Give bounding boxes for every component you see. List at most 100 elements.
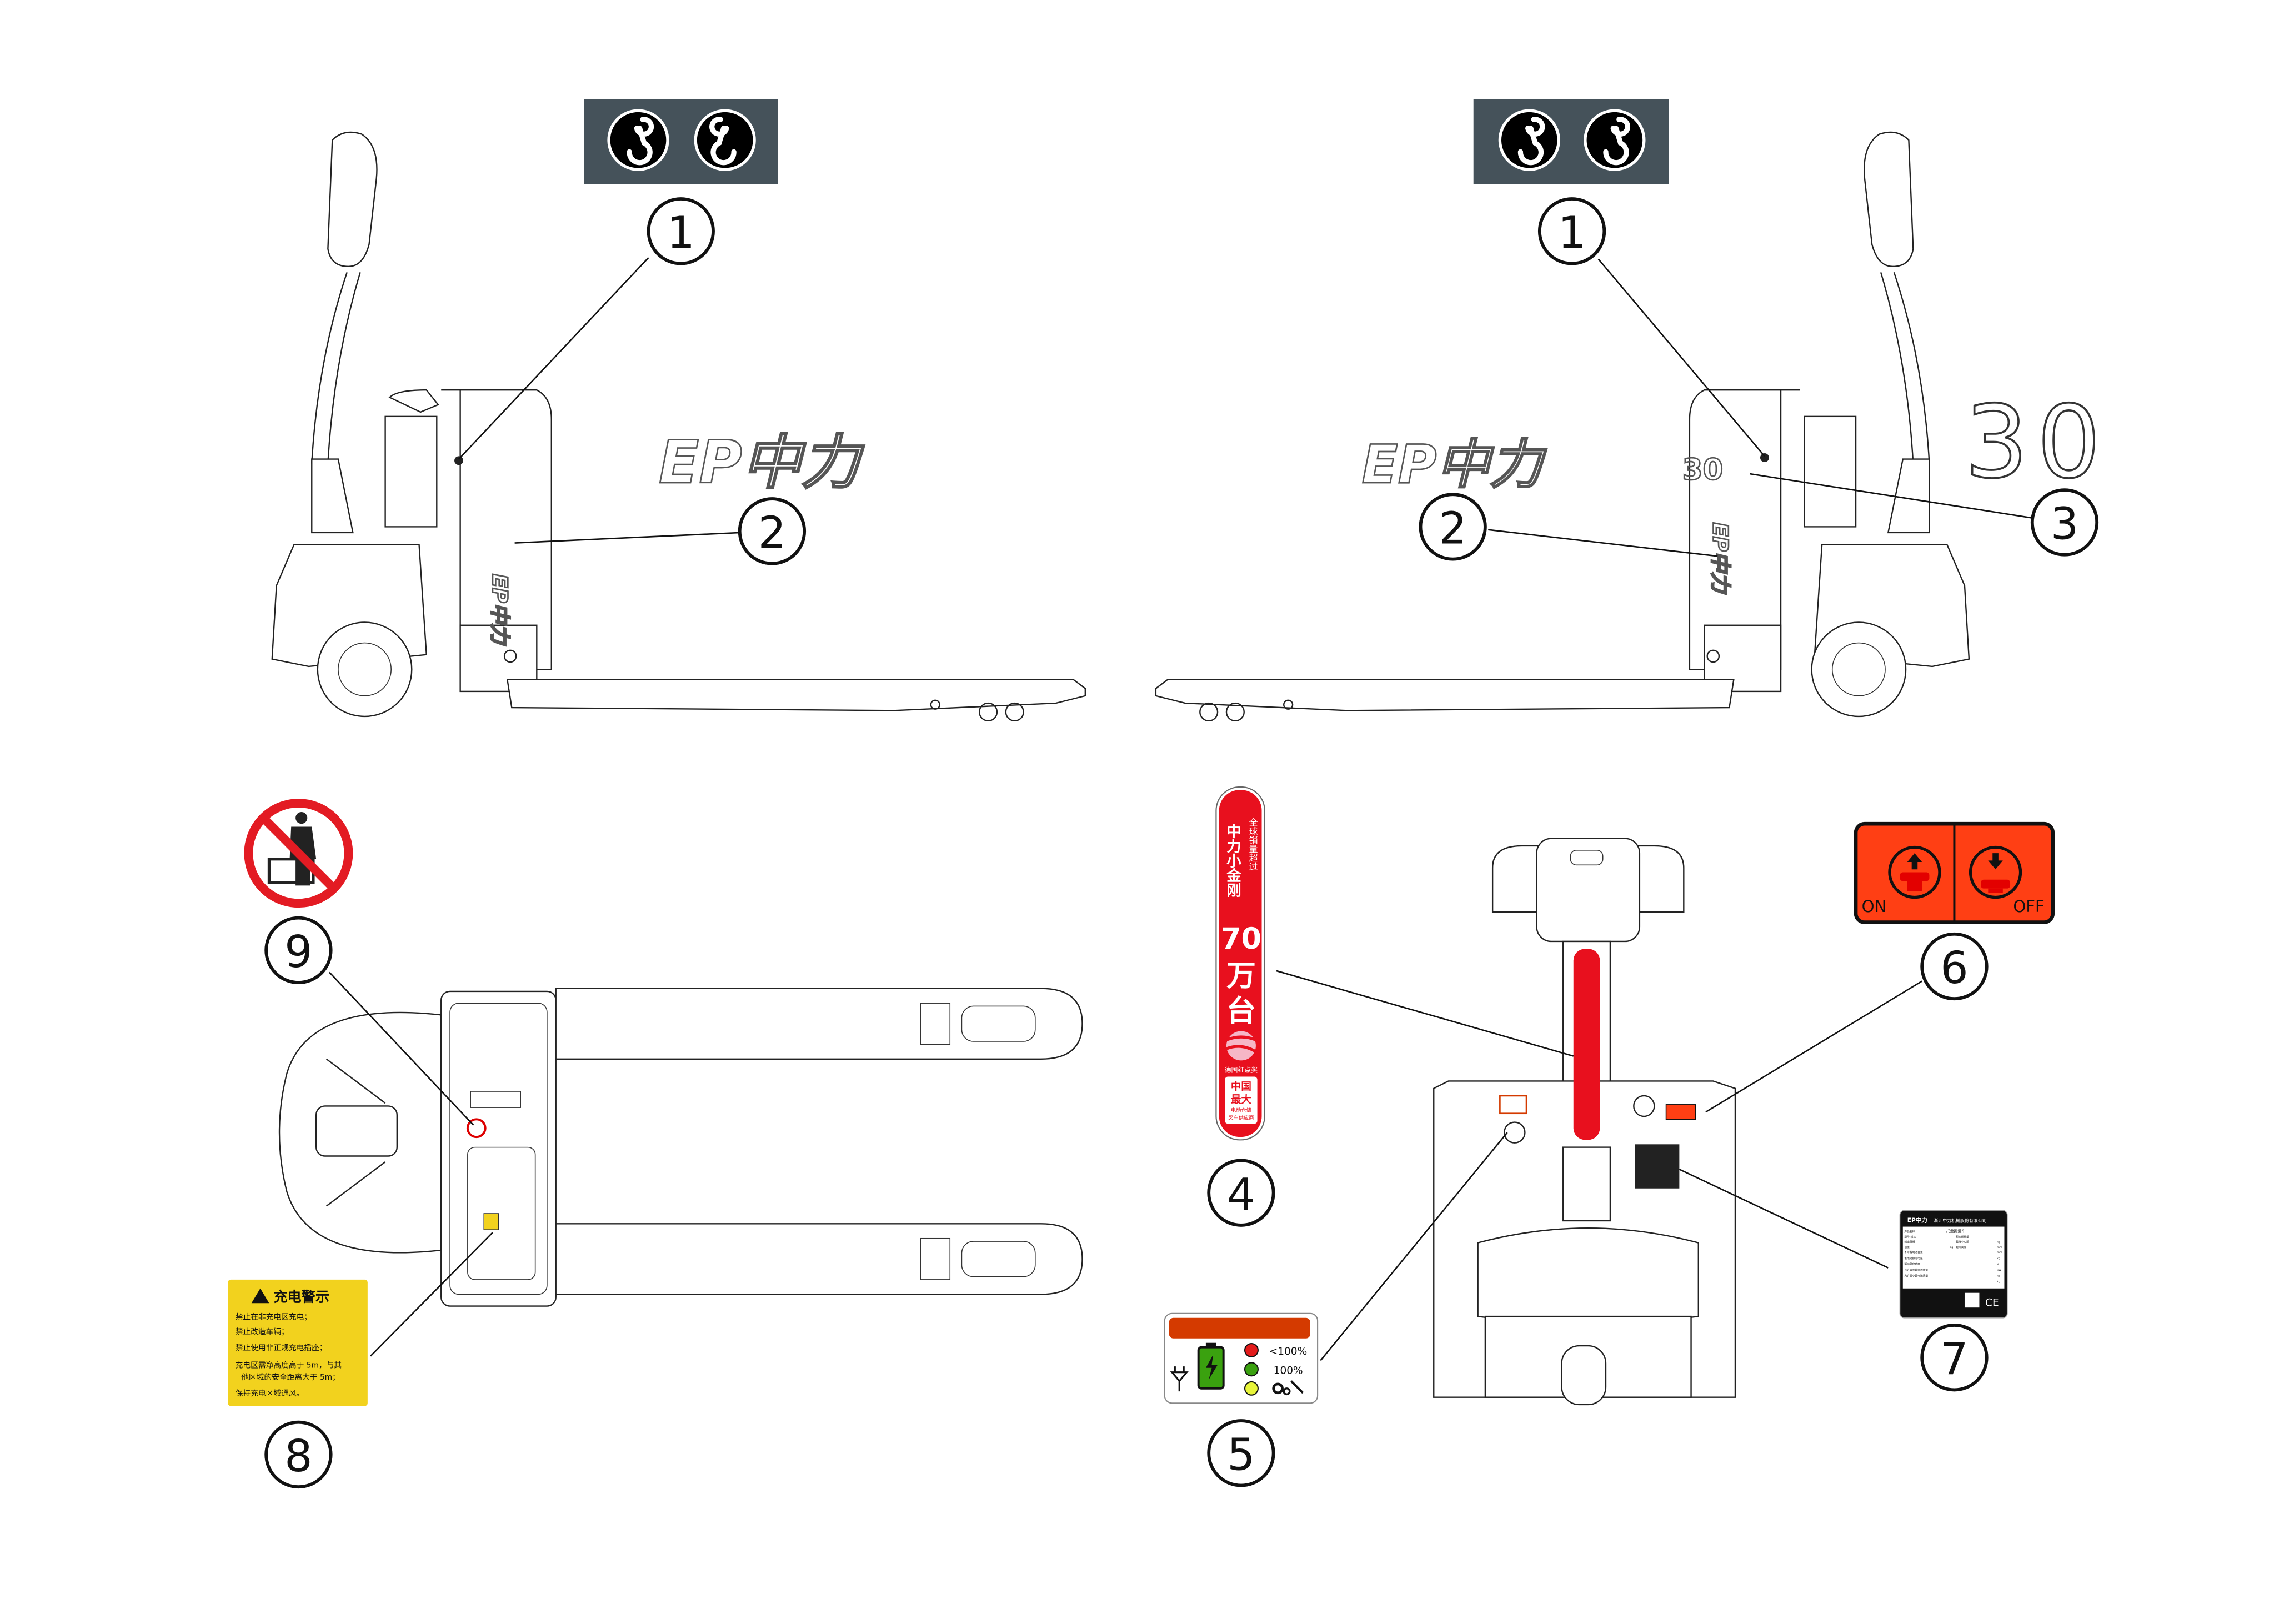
badge-line-3: 电动仓储 [1231,1107,1251,1114]
nameplate-field: 不带蓄电池自重 [1904,1250,1923,1254]
warning-item: 充电区需净高度高于 5m，与其 [236,1361,342,1370]
nameplate-field: 制造日期 [1904,1240,1915,1244]
side-logo-left: EP中力 [488,574,512,646]
nameplate-unit: kg [1950,1246,1954,1249]
hook-label-right [1473,98,1669,184]
switch-off-icon [1969,845,2022,899]
model-decal-large: 30 [1965,384,2110,500]
nameplate-field: 允许最大蓄电池质量 [1904,1268,1928,1272]
nameplate-field: 允许最小蓄电池质量 [1904,1274,1928,1278]
nameplate-unit: kg [1997,1280,2000,1284]
hook-icon [695,111,754,169]
warning-item: 禁止使用非正规充电插座； [236,1343,327,1352]
green-status-text: 100% [1274,1365,1303,1376]
plug-icon [1170,1366,1189,1392]
yellow-led-icon [1244,1381,1259,1396]
svg-text:7: 7 [1940,1333,1969,1385]
svg-text:2: 2 [758,507,787,558]
hook-label-left [584,98,778,184]
ce-mark: CE [1985,1297,1999,1309]
sales-label: 中力小金刚 全球销量超过 70 万 台 德国红点奖 中国 最大 电动仓储 叉车供… [1215,786,1265,1141]
nameplate-unit: kg [1997,1241,2000,1244]
svg-text:2: 2 [1439,503,1467,554]
front-view [1433,838,1736,1406]
charge-indicator-decal-small [1499,1095,1527,1115]
model-decal-small: 30 [1682,453,1724,487]
logo-decal-right: EP中力 [1362,434,1547,495]
nameplate-field: 驱动额定功率 [1904,1262,1920,1266]
battery-icon [1197,1342,1225,1390]
nameplate-field: 额定起重量 [1956,1235,1969,1239]
nameplate-field: 蓄电池额定电压 [1904,1256,1923,1260]
svg-text:9: 9 [284,926,313,978]
sales-number: 70 [1221,922,1262,956]
callout-3: 3 [2030,488,2099,557]
nameplate-unit: mm [1997,1251,2002,1254]
svg-text:5: 5 [1227,1428,1255,1480]
nameplate-field: 产品名称 [1904,1230,1915,1234]
nameplate-decal-small [1635,1144,1680,1189]
warning-item: 他区域的安全距离大于 5m； [241,1372,340,1382]
callout-4: 4 [1207,1159,1275,1227]
logo-decal-left: EP中力 [659,428,865,497]
svg-text:1: 1 [667,207,695,258]
warning-title: 充电警示 [273,1289,329,1305]
nameplate-company: 浙江中力机械股份有限公司 [1934,1218,1986,1224]
badge-line-4: 叉车供应商 [1228,1114,1254,1121]
nameplate-field: 载荷中心距 [1956,1240,1969,1244]
warning-item: 禁止改造车辆； [236,1327,289,1336]
svg-text:6: 6 [1940,942,1969,994]
top-view [278,988,1083,1307]
emergency-switch-decal-small [1665,1104,1696,1120]
side-logo-right: EP中力 [1708,522,1732,595]
nameplate-unit: kg [1997,1275,2000,1278]
svg-text:4: 4 [1227,1169,1255,1220]
service-gear-wrench-icon [1272,1380,1304,1396]
switch-on-icon [1888,845,1941,899]
charging-warning-label: 充电警示 禁止在非充电区充电； 禁止改造车辆； 禁止使用非正规充电插座； 充电区… [228,1279,368,1406]
sales-subtitle: 全球销量超过 [1248,818,1258,871]
product-name: 中力小金刚 [1224,824,1241,897]
sales-unit-2: 台 [1226,994,1256,1028]
on-text: ON [1862,897,1887,916]
no-riding-sign [244,799,353,908]
red-led-icon [1244,1342,1259,1357]
callout-6: 6 [1920,932,1989,1001]
callout-5: 5 [1207,1419,1275,1487]
svg-text:8: 8 [284,1430,313,1482]
callout-2-left: 2 [738,497,807,565]
nameplate-unit: V [1997,1262,1999,1266]
callout-1-right: 1 [1537,197,1606,265]
callout-9: 9 [264,916,333,985]
nameplate-field: 起升高度 [1956,1245,1966,1249]
badge-line-2: 最大 [1231,1094,1252,1106]
sales-unit-1: 万 [1226,959,1256,993]
off-text: OFF [2013,897,2044,916]
nameplate-product: 托盘搬运车 [1946,1229,1966,1234]
nameplate-field: 型号-规格 [1904,1235,1916,1239]
svg-text:3: 3 [2051,498,2079,550]
callout-1-left: 1 [647,197,715,265]
hook-icon [1585,111,1644,169]
red-status-text: <100% [1269,1346,1307,1357]
nameplate-logo: EP中力 [1907,1217,1927,1224]
hook-icon [609,111,668,169]
award-text: 德国红点奖 [1225,1066,1258,1074]
side-view-left: EP中力 [271,131,1086,722]
side-view-right [1155,131,1970,722]
nameplate-unit: mm [1997,1246,2002,1249]
warning-item: 禁止在非充电区充电； [236,1312,312,1321]
charge-warning-decal-small [483,1213,499,1230]
warning-item: 保持充电区域通风。 [236,1389,304,1398]
callout-8: 8 [264,1420,333,1489]
nameplate-unit: kg [1997,1257,2000,1260]
emergency-switch-label: ON OFF [1854,821,2055,924]
charge-indicator-label: <100% 100% [1164,1312,1319,1404]
sales-decal-small [1573,949,1600,1140]
callout-7: 7 [1920,1324,1989,1392]
nameplate-field: 自重 [1904,1245,1910,1249]
hook-icon [1500,111,1559,169]
svg-text:1: 1 [1558,207,1586,258]
badge-line-1: 中国 [1231,1080,1251,1092]
